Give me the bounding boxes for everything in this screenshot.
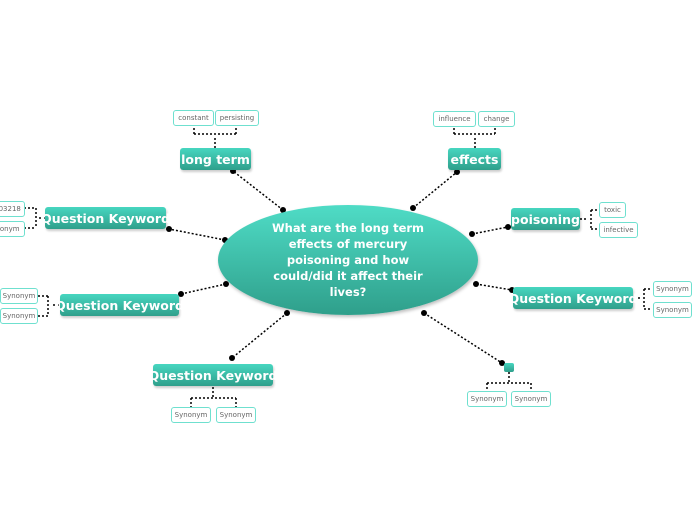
topic-question-keyword[interactable]: Question Keyword xyxy=(55,294,184,316)
subtopic[interactable]: Synonym xyxy=(467,391,507,407)
topic-empty-node[interactable] xyxy=(504,363,514,372)
subtopic[interactable]: influence xyxy=(433,111,476,127)
subtopic[interactable]: Synonym xyxy=(0,288,38,304)
subtopic[interactable]: toxic xyxy=(599,202,626,218)
subtopic[interactable]: Synonym xyxy=(216,407,256,423)
subtopic[interactable]: Synonym xyxy=(171,407,211,423)
topic-question-keyword[interactable]: Question Keyword xyxy=(149,364,277,386)
topic-question-keyword[interactable]: Question Keyword xyxy=(509,287,637,309)
topic-question-keyword[interactable]: Question Keyword xyxy=(41,207,170,229)
central-topic[interactable]: What are the long term effects of mercur… xyxy=(218,205,478,315)
subtopic[interactable]: infective xyxy=(599,222,638,238)
subtopic[interactable]: Synonym xyxy=(653,281,692,297)
subtopic[interactable]: nonym xyxy=(0,221,25,237)
subtopic[interactable]: change xyxy=(478,111,515,127)
topic-long-term[interactable]: long term xyxy=(180,148,251,170)
topic-poisoning[interactable]: poisoning xyxy=(511,208,580,230)
subtopic[interactable]: Synonym xyxy=(653,302,692,318)
subtopic[interactable]: Synonym xyxy=(0,308,38,324)
subtopic[interactable]: constant xyxy=(173,110,214,126)
subtopic[interactable]: 703218 xyxy=(0,201,25,217)
subtopic[interactable]: Synonym xyxy=(511,391,551,407)
central-topic-label: What are the long term effects of mercur… xyxy=(271,221,425,299)
subtopic[interactable]: persisting xyxy=(215,110,259,126)
topic-effects[interactable]: effects xyxy=(448,148,501,170)
